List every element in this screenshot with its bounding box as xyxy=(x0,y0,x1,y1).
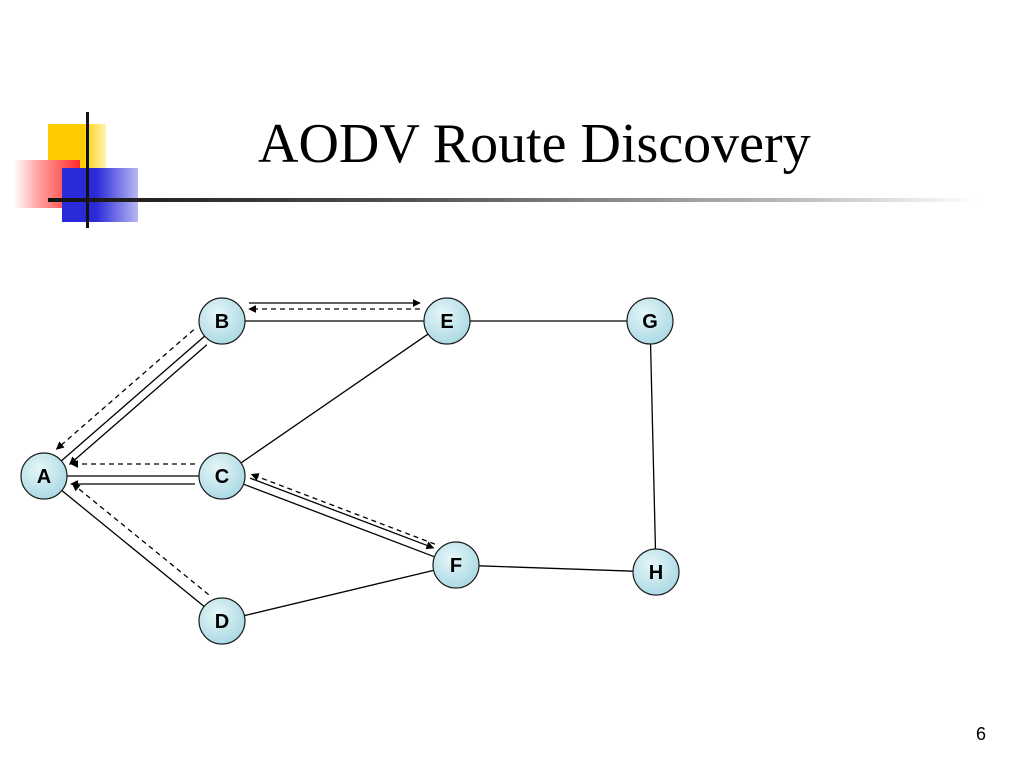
node-a: A xyxy=(20,452,68,500)
node-label: C xyxy=(215,466,229,488)
link-c-e xyxy=(240,333,429,464)
node-label: G xyxy=(642,311,658,333)
slide-title: AODV Route Discovery xyxy=(258,113,811,175)
node-label: E xyxy=(440,311,453,333)
node-c: C xyxy=(198,452,246,500)
title-underline-rule xyxy=(48,198,978,202)
links-layer xyxy=(60,320,657,617)
logo-vertical-bar xyxy=(86,112,89,228)
slide-logo-decoration xyxy=(0,0,160,240)
nodes-layer: A B C D E F G H xyxy=(20,297,680,645)
node-label: H xyxy=(649,562,663,584)
node-h: H xyxy=(632,548,680,596)
node-circle xyxy=(432,541,480,589)
request-arrow-c-f xyxy=(249,477,435,550)
reply-arrow-b-a xyxy=(55,329,195,450)
link-d-f xyxy=(244,569,434,617)
request-arrow-b-a xyxy=(69,344,208,465)
link-a-d xyxy=(61,490,205,607)
node-circle xyxy=(198,297,246,345)
node-circle xyxy=(198,597,246,645)
node-circle xyxy=(423,297,471,345)
link-a-b xyxy=(60,335,206,462)
node-label: D xyxy=(215,611,229,633)
node-circle xyxy=(626,297,674,345)
node-label: A xyxy=(37,466,51,488)
node-g: G xyxy=(626,297,674,345)
logo-blue-square xyxy=(62,168,138,222)
node-circle xyxy=(20,452,68,500)
arrows-layer xyxy=(55,299,436,596)
node-e: E xyxy=(423,297,471,345)
node-label: B xyxy=(215,311,229,333)
node-d: D xyxy=(198,597,246,645)
node-b: B xyxy=(198,297,246,345)
node-label: F xyxy=(450,555,462,577)
reply-arrow-f-c xyxy=(250,473,436,545)
reply-arrow-d-a xyxy=(71,483,210,596)
page-number: 6 xyxy=(976,724,987,744)
link-g-h xyxy=(649,343,657,550)
node-circle xyxy=(632,548,680,596)
link-f-h xyxy=(478,565,634,572)
link-c-f xyxy=(243,483,435,558)
node-f: F xyxy=(432,541,480,589)
node-circle xyxy=(198,452,246,500)
